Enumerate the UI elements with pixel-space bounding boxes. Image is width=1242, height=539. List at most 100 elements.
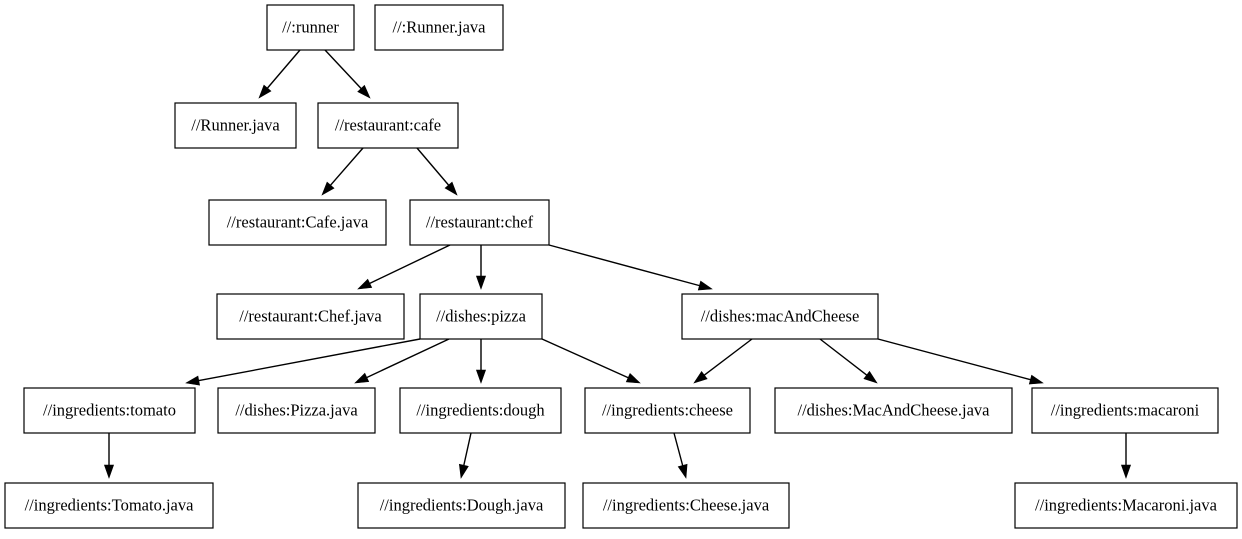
node-box[interactable] <box>217 387 376 434</box>
graph-node-dishes_pizzajava[interactable]: //dishes:Pizza.java <box>217 387 376 434</box>
graph-edge <box>693 338 753 384</box>
edge-arrowhead-icon <box>258 84 272 99</box>
graph-node-ing_tomato[interactable]: //ingredients:tomato <box>23 387 196 434</box>
node-label: //dishes:Pizza.java <box>235 400 358 419</box>
edge-line <box>328 147 364 188</box>
graph-edge <box>548 244 713 291</box>
node-box[interactable] <box>23 387 196 434</box>
node-box[interactable] <box>419 293 543 340</box>
node-box[interactable] <box>584 387 751 434</box>
graph-node-ing_tomatojava[interactable]: //ingredients:Tomato.java <box>4 482 214 529</box>
graph-node-runner_java_root[interactable]: //:Runner.java <box>374 4 504 51</box>
edge-arrowhead-icon <box>625 372 641 384</box>
node-box[interactable] <box>266 4 355 51</box>
node-label: //restaurant:cafe <box>335 115 441 134</box>
node-label: //ingredients:Cheese.java <box>603 495 770 514</box>
node-box[interactable] <box>409 199 550 246</box>
edge-arrowhead-icon <box>1120 464 1132 479</box>
graph-node-restaurant_cafejava[interactable]: //restaurant:Cafe.java <box>208 199 387 246</box>
node-box[interactable] <box>357 482 566 529</box>
graph-node-ing_cheese[interactable]: //ingredients:cheese <box>584 387 751 434</box>
edge-line <box>819 338 869 377</box>
edge-line <box>416 147 451 188</box>
node-box[interactable] <box>582 482 790 529</box>
graph-edge <box>324 49 371 99</box>
graph-node-dishes_macjava[interactable]: //dishes:MacAndCheese.java <box>774 387 1013 434</box>
graph-edge <box>103 433 115 479</box>
node-label: //restaurant:chef <box>426 212 534 231</box>
graph-edge <box>1120 433 1132 479</box>
graph-node-dishes_pizza[interactable]: //dishes:pizza <box>419 293 543 340</box>
edge-arrowhead-icon <box>103 464 115 479</box>
graph-node-ing_cheesejava[interactable]: //ingredients:Cheese.java <box>582 482 790 529</box>
edge-arrowhead-icon <box>444 181 458 196</box>
edge-arrowhead-icon <box>475 369 487 384</box>
graph-edge <box>673 432 688 479</box>
edge-arrowhead-icon <box>185 375 200 386</box>
node-box[interactable] <box>174 102 297 149</box>
graph-edge <box>258 49 301 99</box>
edge-arrowhead-icon <box>321 181 335 196</box>
node-label: //ingredients:Dough.java <box>380 495 544 514</box>
edge-line <box>196 338 421 382</box>
edge-line <box>548 244 702 287</box>
graph-node-ing_macaronijava[interactable]: //ingredients:Macaroni.java <box>1014 482 1238 529</box>
node-box[interactable] <box>4 482 214 529</box>
graph-edge <box>354 338 450 384</box>
node-label: //:Runner.java <box>392 17 486 36</box>
node-box[interactable] <box>774 387 1013 434</box>
graph-node-ing_doughjava[interactable]: //ingredients:Dough.java <box>357 482 566 529</box>
node-box[interactable] <box>681 293 879 340</box>
edge-line <box>324 49 363 91</box>
node-label: //restaurant:Chef.java <box>239 306 382 325</box>
edge-arrowhead-icon <box>1028 374 1044 385</box>
graph-node-runner[interactable]: //:runner <box>266 4 355 51</box>
edge-arrowhead-icon <box>677 463 688 479</box>
node-label: //Runner.java <box>191 115 280 134</box>
edge-arrowhead-icon <box>697 280 713 291</box>
edge-line <box>367 244 451 285</box>
node-label: //ingredients:dough <box>416 400 545 419</box>
node-label: //ingredients:tomato <box>43 400 176 419</box>
graph-node-runner_java[interactable]: //Runner.java <box>174 102 297 149</box>
node-box[interactable] <box>374 4 504 51</box>
graph-node-dishes_mac[interactable]: //dishes:macAndCheese <box>681 293 879 340</box>
graph-edge <box>458 432 472 479</box>
edge-line <box>364 338 450 379</box>
edge-line <box>265 49 301 91</box>
edge-arrowhead-icon <box>458 463 469 479</box>
node-box[interactable] <box>1031 387 1219 434</box>
graph-node-restaurant_chefjava[interactable]: //restaurant:Chef.java <box>216 293 405 340</box>
graph-edge <box>541 338 641 384</box>
graph-edge <box>321 147 364 196</box>
node-box[interactable] <box>317 102 459 149</box>
graph-node-ing_dough[interactable]: //ingredients:dough <box>399 387 562 434</box>
node-box[interactable] <box>216 293 405 340</box>
graph-edge <box>877 338 1044 385</box>
node-box[interactable] <box>208 199 387 246</box>
graph-edge <box>416 147 458 196</box>
edge-arrowhead-icon <box>357 278 373 290</box>
edge-line <box>462 432 472 468</box>
graph-edge <box>475 245 487 290</box>
node-label: //dishes:pizza <box>436 306 526 325</box>
node-box[interactable] <box>399 387 562 434</box>
node-box[interactable] <box>1014 482 1238 529</box>
node-label: //ingredients:Tomato.java <box>25 495 195 514</box>
edge-arrowhead-icon <box>354 372 370 384</box>
graph-node-restaurant_chef[interactable]: //restaurant:chef <box>409 199 550 246</box>
graph-node-ing_macaroni[interactable]: //ingredients:macaroni <box>1031 387 1219 434</box>
node-label: //restaurant:Cafe.java <box>227 212 369 231</box>
edge-arrowhead-icon <box>693 370 708 384</box>
edge-arrowhead-icon <box>357 84 371 99</box>
graph-edge <box>185 338 421 386</box>
nodes-layer: //:runner //:Runner.java //Runner.java //re… <box>4 4 1238 529</box>
node-label: //ingredients:cheese <box>602 400 733 419</box>
edge-arrowhead-icon <box>475 275 487 290</box>
edge-line <box>541 338 631 380</box>
graph-node-restaurant_cafe[interactable]: //restaurant:cafe <box>317 102 459 149</box>
node-label: //:runner <box>282 17 339 36</box>
edge-arrowhead-icon <box>863 370 878 384</box>
